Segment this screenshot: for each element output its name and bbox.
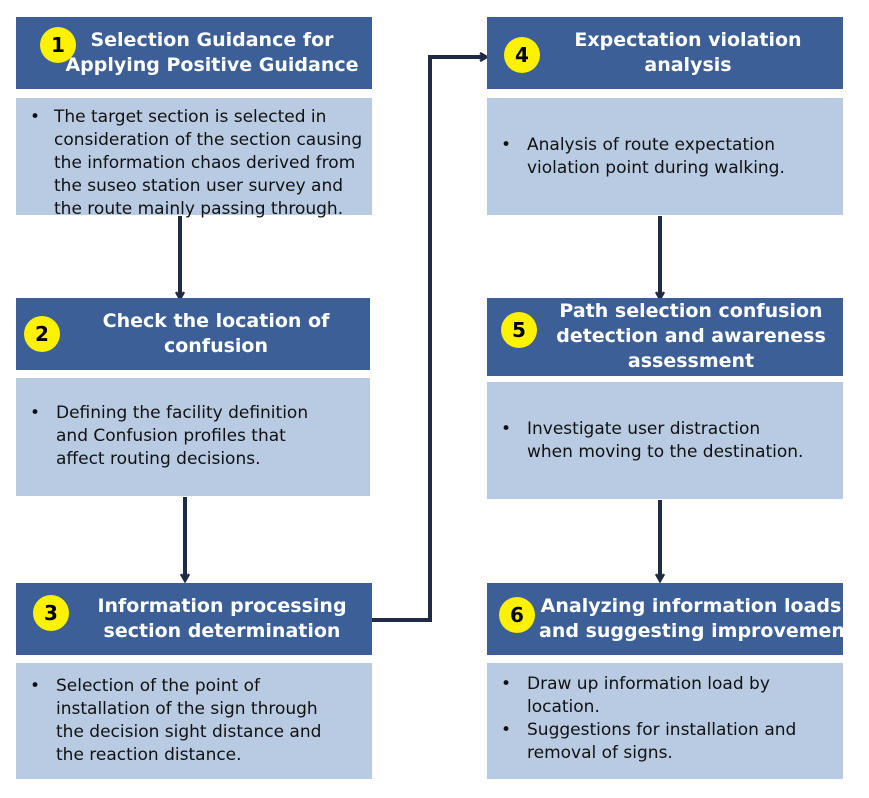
step-2-header: 2 Check the location of confusion [16,298,370,370]
bullet-dot: • [30,107,41,127]
step-6-header: 6 Analyzing information loads and sugges… [487,583,866,655]
arrow-3-to-4 [372,57,486,622]
step-4-header: 4 Expectation violation analysis [487,17,843,89]
bullet-item: • Selection of the point of installation… [16,675,366,767]
bullet-text: Defining the facility definition and Con… [56,403,309,469]
step-2-number-badge: 2 [24,316,60,352]
step-4-title: Expectation violation analysis [574,29,802,76]
bullet-dot: • [501,720,512,740]
step-5-header: 5 Path selection confusion detection and… [487,298,843,376]
step-3-number-badge: 3 [33,595,69,631]
bullet-text: Selection of the point of installation o… [56,676,322,765]
step-4-number-badge: 4 [504,37,540,73]
bullet-text: Analysis of route expectation violation … [527,135,785,178]
step-4-body: • Analysis of route expectation violatio… [487,98,843,215]
bullet-item: • Defining the facility definition and C… [16,402,364,471]
step-2-title: Check the location of confusion [102,310,330,357]
step-2-body: • Defining the facility definition and C… [16,378,370,496]
bullet-text: Investigate user distraction when moving… [527,419,804,462]
step-1-header: 1 Selection Guidance for Applying Positi… [16,17,372,89]
bullet-text: Draw up information load by location. [527,674,770,717]
bullet-dot: • [501,135,512,155]
step-3-header: 3 Information processing section determi… [16,583,372,655]
step-1-body: • The target section is selected in cons… [16,98,372,219]
bullet-text: Suggestions for installation and removal… [527,720,797,763]
bullet-dot: • [501,674,512,694]
bullet-dot: • [30,676,41,696]
bullet-dot: • [501,419,512,439]
step-5-body: • Investigate user distraction when movi… [487,382,843,499]
bullet-item: • The target section is selected in cons… [16,106,366,221]
bullet-item: • Analysis of route expectation violatio… [487,134,837,180]
step-5-number-badge: 5 [501,312,537,348]
step-1-title: Selection Guidance for Applying Positive… [65,29,359,76]
bullet-item: • Suggestions for installation and remov… [487,719,837,765]
bullet-dot: • [30,403,41,423]
step-6-body: • Draw up information load by location. … [487,663,843,779]
bullet-item: • Draw up information load by location. [487,673,837,719]
step-6-number-badge: 6 [499,597,535,633]
step-6-title: Analyzing information loads and suggesti… [539,595,866,642]
bullet-text: The target section is selected in consid… [54,107,363,219]
bullet-item: • Investigate user distraction when movi… [487,418,837,464]
step-3-title: Information processing section determina… [97,595,347,642]
step-5-title: Path selection confusion detection and a… [556,300,826,372]
step-1-number-badge: 1 [40,27,76,63]
step-3-body: • Selection of the point of installation… [16,663,372,779]
